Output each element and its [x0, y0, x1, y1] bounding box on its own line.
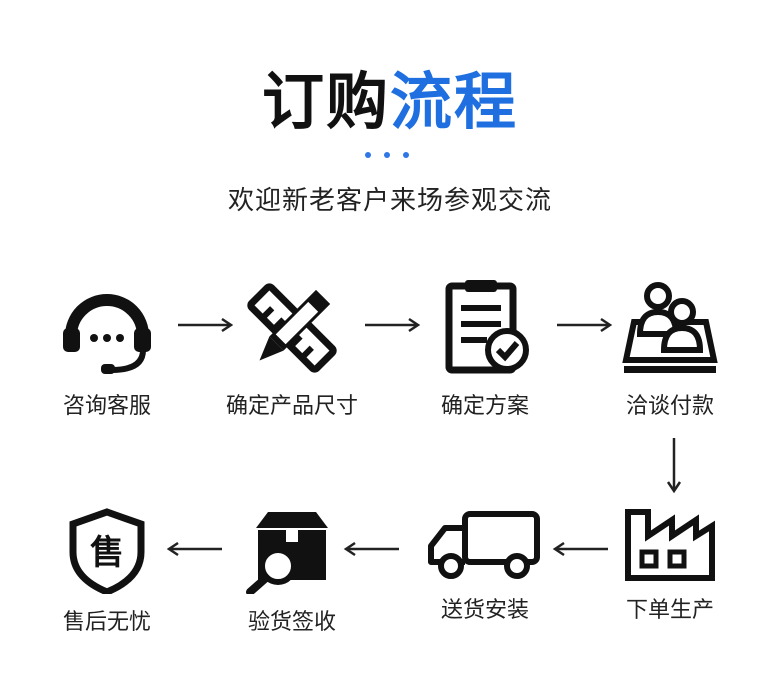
factory-icon — [625, 509, 715, 581]
meeting-people-icon — [622, 282, 718, 373]
arrow-left-icon — [166, 541, 222, 557]
step-label: 确定方案 — [440, 394, 529, 419]
title-dots-divider — [365, 152, 415, 160]
step-consult: 咨询客服 — [22, 278, 192, 420]
step-negotiate-payment: 洽谈付款 — [585, 278, 755, 420]
title-dark-part: 订购 — [261, 65, 390, 138]
arrow-left-icon — [343, 541, 399, 557]
step-label: 售后无忧 — [62, 610, 151, 635]
step-after-sales: 售 售后无忧 — [22, 508, 192, 636]
step-confirm-size: 确定产品尺寸 — [207, 278, 377, 420]
delivery-truck-icon — [428, 511, 540, 579]
pencil-ruler-icon — [247, 283, 337, 373]
shield-service-icon: 售 — [69, 508, 145, 594]
dot — [384, 152, 390, 158]
step-order-production: 下单生产 — [585, 508, 755, 624]
arrow-left-icon — [552, 541, 608, 557]
step-inspect-sign: 验货签收 — [207, 508, 377, 636]
headset-icon — [63, 294, 151, 374]
step-label: 洽谈付款 — [625, 394, 714, 419]
step-label: 咨询客服 — [62, 394, 151, 419]
step-confirm-plan: 确定方案 — [400, 278, 570, 420]
arrow-right-icon — [557, 317, 613, 333]
page-title: 订购流程 — [0, 62, 780, 142]
shield-badge-text: 售 — [90, 533, 124, 573]
step-label: 确定产品尺寸 — [225, 394, 358, 419]
clipboard-check-icon — [445, 280, 529, 374]
page-subtitle: 欢迎新老客户来场参观交流 — [227, 186, 552, 216]
dot — [365, 152, 371, 158]
arrow-right-icon — [178, 317, 234, 333]
step-label: 验货签收 — [247, 610, 336, 635]
step-label: 下单生产 — [625, 598, 714, 623]
arrow-right-icon — [365, 317, 421, 333]
dot — [403, 152, 409, 158]
box-inspect-icon — [246, 512, 328, 594]
title-blue-part: 流程 — [390, 65, 519, 138]
arrow-down-icon — [666, 438, 682, 494]
step-label: 送货安装 — [440, 598, 529, 623]
step-delivery-install: 送货安装 — [400, 508, 570, 624]
